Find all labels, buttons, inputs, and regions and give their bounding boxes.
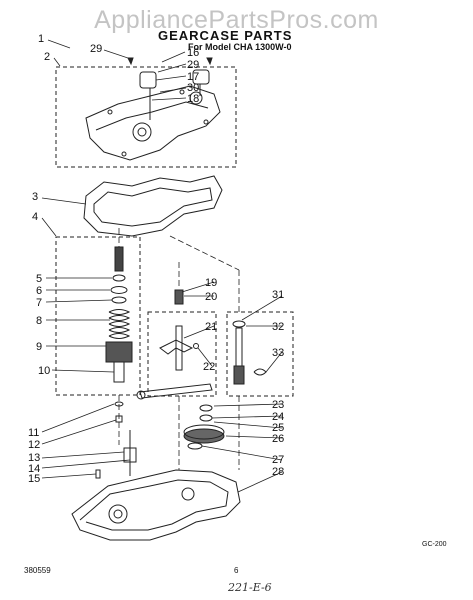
page-number: 6 xyxy=(234,566,239,575)
callout-8: 8 xyxy=(36,315,42,327)
callout-2: 2 xyxy=(44,51,50,63)
callout-9: 9 xyxy=(36,341,42,353)
callout-31: 31 xyxy=(272,289,284,301)
callout-21: 21 xyxy=(205,321,217,333)
callout-18: 18 xyxy=(187,93,199,105)
callout-20: 20 xyxy=(205,291,217,303)
group-box-shifter xyxy=(147,311,217,397)
part-number-footer: 380559 xyxy=(24,566,51,575)
callout-7: 7 xyxy=(36,297,42,309)
callout-22: 22 xyxy=(203,361,215,373)
callout-4: 4 xyxy=(32,211,38,223)
shifter-assembly xyxy=(159,289,199,371)
callout-1: 1 xyxy=(38,33,44,45)
watermark: AppliancePartsPros.com xyxy=(94,6,379,34)
shaft-assembly xyxy=(105,246,133,383)
callout-27: 27 xyxy=(272,454,284,466)
gearcase-base-part xyxy=(71,401,241,541)
callout-33: 33 xyxy=(272,347,284,359)
drive-gear-parts xyxy=(136,383,225,450)
callout-16: 16 xyxy=(187,47,199,59)
callout-13: 13 xyxy=(28,452,40,464)
gasket-part xyxy=(83,175,223,237)
handwritten-note: 221-E-6 xyxy=(228,581,272,594)
callout-10: 10 xyxy=(38,365,50,377)
callout-19: 19 xyxy=(205,277,217,289)
callout-26: 26 xyxy=(272,433,284,445)
diagram-code: GC-200 xyxy=(422,541,447,548)
callout-29-right: 29 xyxy=(187,59,199,71)
callout-15: 15 xyxy=(28,473,40,485)
callout-17: 17 xyxy=(187,71,199,83)
callout-29-left: 29 xyxy=(90,43,102,55)
callout-28: 28 xyxy=(272,466,284,478)
callout-30: 30 xyxy=(187,82,199,94)
callout-6: 6 xyxy=(36,285,42,297)
callout-25: 25 xyxy=(272,422,284,434)
group-box-shaft xyxy=(55,236,141,396)
callout-5: 5 xyxy=(36,273,42,285)
group-box-pinion xyxy=(226,311,294,397)
callout-12: 12 xyxy=(28,439,40,451)
gearcase-cover-part xyxy=(85,57,221,161)
callout-11: 11 xyxy=(28,427,39,439)
page-title: GEARCASE PARTS xyxy=(158,28,293,43)
callout-14: 14 xyxy=(28,463,40,475)
model-subtitle: For Model CHA 1300W-0 xyxy=(188,42,292,52)
callout-23: 23 xyxy=(272,399,284,411)
callout-24: 24 xyxy=(272,411,284,423)
callout-3: 3 xyxy=(32,191,38,203)
pinion-assembly xyxy=(232,320,267,385)
callout-32: 32 xyxy=(272,321,284,333)
